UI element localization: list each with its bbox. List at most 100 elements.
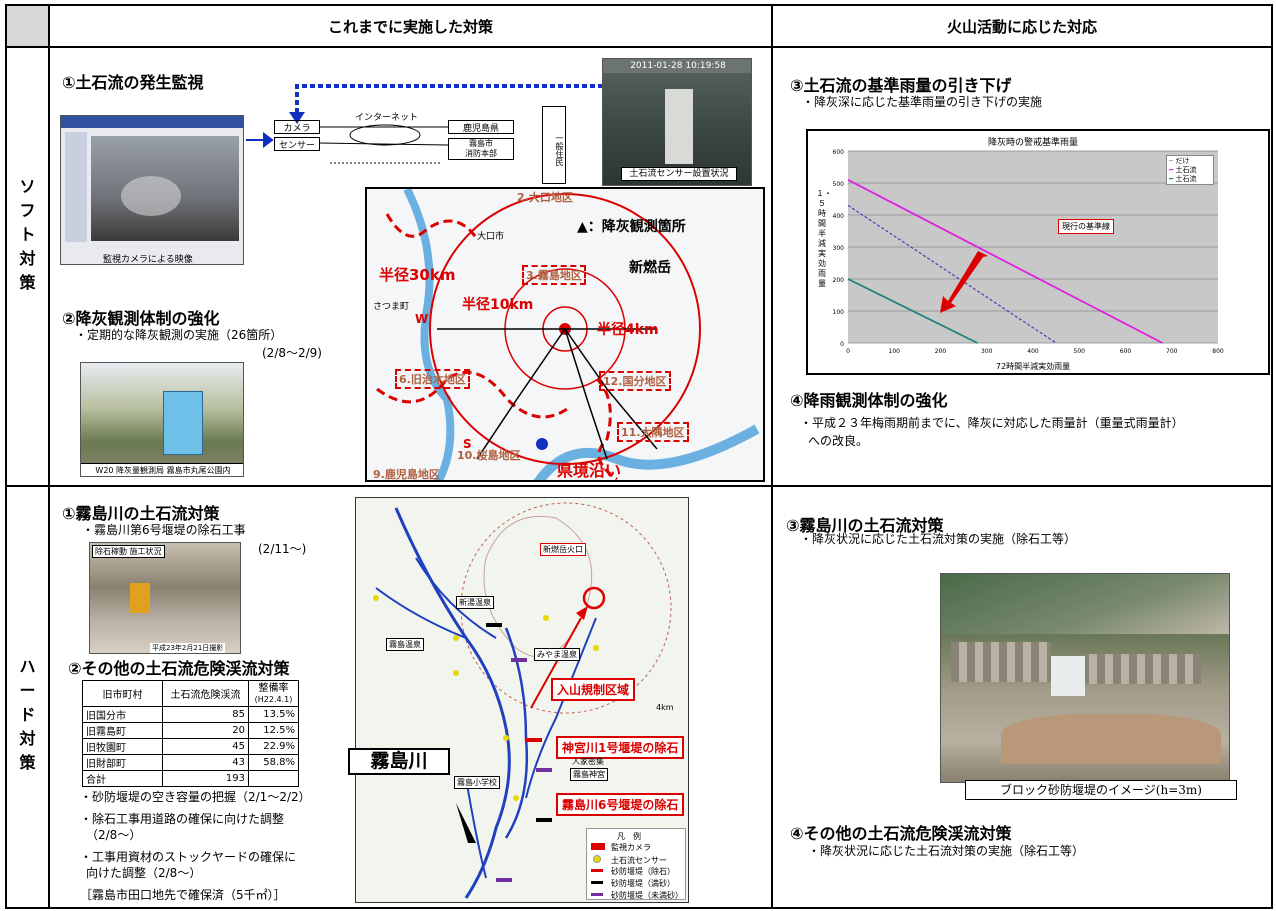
area-10: 10.桜島地区 <box>457 449 521 462</box>
shinmoe-label: 新燃岳 <box>629 260 671 276</box>
border-left <box>5 4 7 909</box>
pref-border: 県境沿い <box>557 461 622 480</box>
ash-observation-map: 2.大口地区 ▲：降灰観測箇所 新燃岳 半径30km 半径10km 半径4km … <box>365 187 765 482</box>
river-label: 霧島川 <box>348 748 450 775</box>
h2-bullet-3b: 向けた調整（2/8～） <box>86 866 202 880</box>
map-legend: ▲：降灰観測箇所 <box>577 219 686 235</box>
chart-x-tick: 200 <box>935 348 947 355</box>
chart-y-tick: 500 <box>833 181 845 188</box>
onsen-2: 霧島温泉 <box>386 638 424 651</box>
area-12: 12.国分地区 <box>599 371 671 391</box>
h1-work-photo: 除石稼動 施工状況 平成23年2月21日撮影 <box>89 542 241 654</box>
table-head-2: 土石流危険渓流 <box>162 680 249 707</box>
h3-bullet: ・降灰状況に応じた土石流対策の実施（除石工等） <box>800 532 1077 546</box>
header-volcanic-response: 火山活動に応じた対応 <box>946 18 1097 36</box>
area-3: 3.霧島地区 <box>522 265 586 285</box>
chart-series-line-1 <box>847 204 1057 344</box>
zone-label: 入山規制区域 <box>551 678 636 701</box>
radius-30: 半径30km <box>379 266 456 284</box>
onsen-1: 新湯温泉 <box>456 596 494 609</box>
block-dam-caption: ブロック砂防堰堤のイメージ(h=3m) <box>965 780 1237 800</box>
flow-ippan: 一般住民 <box>542 106 566 184</box>
chart-callout: 現行の基準線 <box>1058 219 1114 234</box>
school-label: 霧島小学校 <box>454 776 500 789</box>
chart-legend-item-3: ━ 土石流 <box>1169 175 1197 183</box>
flow-sensor: センサー <box>274 137 320 151</box>
map-legend-box: 凡 例 監視カメラ 土石流センサー 砂防堰堤（除石） 砂防堰堤（満砂） 砂防堰堤… <box>586 828 686 900</box>
h4-title: ④その他の土石流危険渓流対策 <box>790 824 1012 843</box>
border-right <box>1271 4 1273 909</box>
block-dam-photo <box>940 573 1230 783</box>
chart-y-tick: 100 <box>833 309 845 316</box>
flow-camera: カメラ <box>274 120 320 134</box>
legend-sensor: 土石流センサー <box>611 856 667 865</box>
h2-bullet-3: ・工事用資材のストックヤードの確保に <box>80 850 297 864</box>
table-head-3: 整備率(H22.4.1) <box>248 680 299 707</box>
area-9: 9.鹿児島地区 <box>373 468 440 481</box>
chart-x-tick: 0 <box>846 348 850 355</box>
border-top <box>5 4 1273 6</box>
h2-bullet-1: ・砂防堰堤の空き容量の把握（2/1～2/2） <box>80 790 311 804</box>
side-label-hard: ハード対策 <box>19 657 36 772</box>
kirishima-river-map: 新燃岳火口 入山規制区域 神宮川1号堰堤の除石 霧島川6号堰堤の除石 新湯温泉 … <box>355 497 689 903</box>
legend-dam-remove: 砂防堰堤（除石） <box>611 867 675 876</box>
camera-caption: 監視カメラによる映像 <box>103 255 193 265</box>
jingu-label: 霧島神宮 <box>570 768 608 781</box>
s2-bullet: ・定期的な降灰観測の実施（26箇所） <box>75 328 283 342</box>
h1-photo-date: 平成23年2月21日撮影 <box>150 643 226 653</box>
map-small-1: 大口市 <box>477 232 505 242</box>
flow-network-lines <box>320 124 449 164</box>
flow-internet: インターネット <box>355 113 419 123</box>
legend-dam-full: 砂防堰堤（満砂） <box>611 879 675 888</box>
corner-cell <box>7 6 48 46</box>
ash-gauge-photo: W20 降灰量観測局 霧島市丸尾公園内 <box>80 362 244 477</box>
side-label-soft: ソフト対策 <box>19 177 36 292</box>
point-s: S <box>463 437 472 451</box>
h1-title: ①霧島川の土石流対策 <box>62 504 220 523</box>
chart-y-tick: 200 <box>833 277 845 284</box>
ash-gauge-caption: W20 降灰量観測局 霧島市丸尾公園内 <box>81 463 243 476</box>
map-small-2: さつま町 <box>373 302 410 312</box>
chart-series-line-2 <box>847 179 1163 344</box>
h4-bullet: ・降灰状況に応じた土石流対策の実施（除石工等） <box>808 844 1085 858</box>
area-11: 11.大隅地区 <box>617 422 689 442</box>
flow-kirishima: 霧島市消防本部 <box>448 138 514 160</box>
chart-y-tick: 300 <box>833 245 845 252</box>
h2-bullet-2: ・除石工事用道路の確保に向けた調整 <box>80 812 285 826</box>
legend-camera: 監視カメラ <box>611 843 651 852</box>
onsen-3: みやま温泉 <box>534 648 580 661</box>
arrow-to-camera <box>246 132 274 148</box>
s3-bullet: ・降灰深に応じた基準雨量の引き下げの実施 <box>802 95 1043 109</box>
chart-y-tick: 600 <box>833 149 845 156</box>
header-past-measures: これまでに実施した対策 <box>327 18 493 36</box>
jinka-label: 人家密集 <box>572 757 604 766</box>
border-side <box>48 4 50 909</box>
h1-photo-label: 除石稼動 施工状況 <box>92 545 165 558</box>
blue-dotted-line <box>289 84 603 124</box>
s2-date: (2/8～2/9) <box>262 346 322 360</box>
area-6: 6.旧治木地区 <box>395 369 470 389</box>
chart-legend-item-1: ┄ だけ <box>1169 157 1190 165</box>
chart-y-tick: 400 <box>833 213 845 220</box>
chart-ylabel: １・５時間半減実効雨量 <box>816 189 832 288</box>
camera-screen-image: 監視カメラによる映像 <box>60 115 244 265</box>
chart-legend: ┄ だけ ━ 土石流 ━ 土石流 <box>1166 155 1214 185</box>
chart-arrow <box>940 251 988 313</box>
h1-date: (2/11～) <box>258 542 307 556</box>
radius-4: 半径4km <box>597 322 659 338</box>
s4-line2: への改良。 <box>808 434 869 448</box>
table-head-1: 旧市町村 <box>82 680 163 707</box>
chart-x-tick: 100 <box>889 348 901 355</box>
h2-title: ②その他の土石流危険渓流対策 <box>68 659 290 678</box>
h1-bullet: ・霧島川第6号堰堤の除石工事 <box>82 523 246 537</box>
chart-xlabel: 72時間半減実効雨量 <box>996 361 1070 371</box>
dam6-label: 霧島川6号堰堤の除石 <box>556 793 685 816</box>
s4-line1: ・平成２３年梅雨期前までに、降灰に対応した雨量計（重量式雨量計） <box>800 416 1184 430</box>
chart-x-tick: 400 <box>1027 348 1039 355</box>
